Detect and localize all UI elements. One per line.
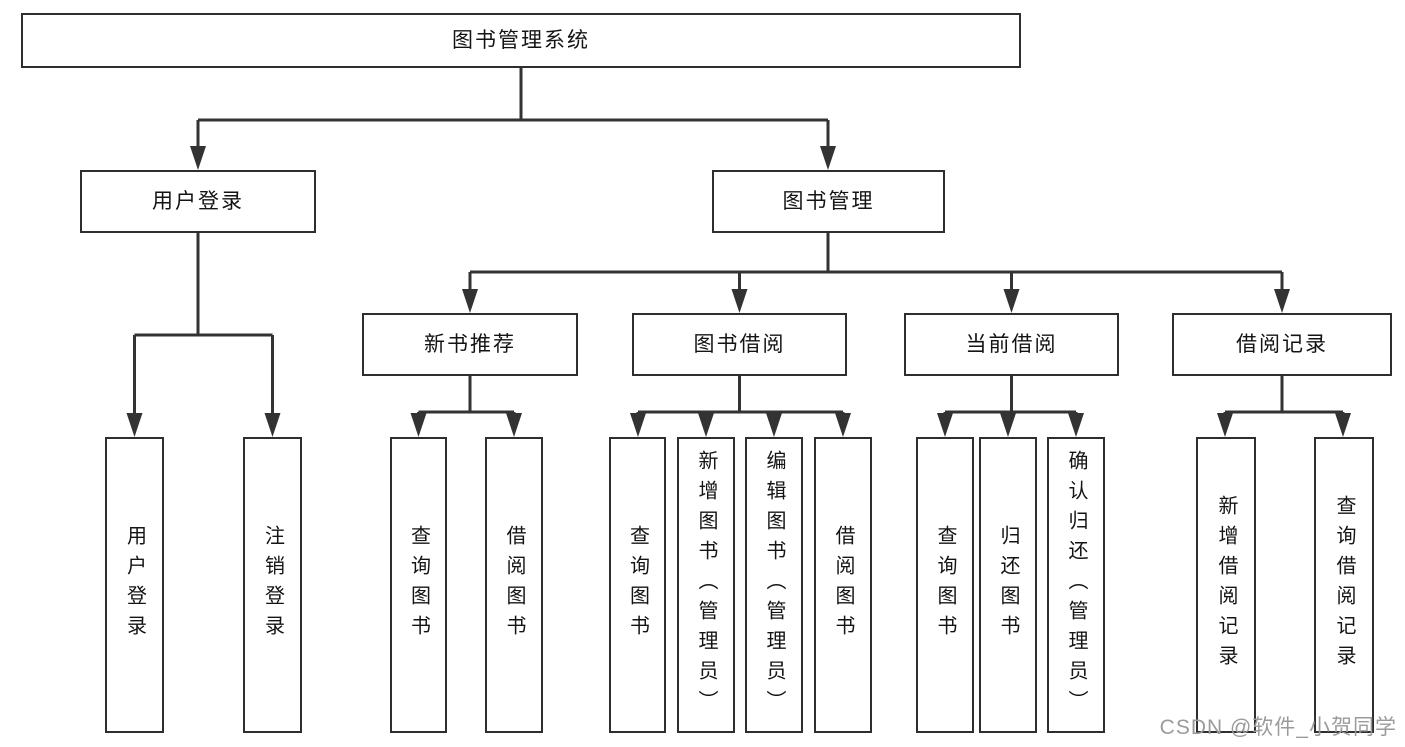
leaf-confirm-return-admin: 确认归还（管理员） [1047,437,1105,733]
leaf-edit-book-admin-label: 编辑图书（管理员） [763,450,785,720]
node-root: 图书管理系统 [21,13,1021,68]
leaf-logout: 注销登录 [243,437,302,733]
leaf-query-borrow-record: 查询借阅记录 [1314,437,1374,733]
node-book-management-label: 图书管理 [782,190,875,213]
leaf-return-book-label: 归还图书 [997,525,1019,645]
leaf-query-books-borrow: 查询图书 [609,437,666,733]
leaf-query-borrow-record-label: 查询借阅记录 [1333,495,1355,675]
leaf-borrow-books-recommend-label: 借阅图书 [503,525,525,645]
leaf-logout-label: 注销登录 [261,525,284,645]
node-new-book-recommend: 新书推荐 [362,313,578,376]
leaf-query-books-current-label: 查询图书 [934,525,956,645]
node-book-borrow-label: 图书借阅 [693,333,786,356]
node-borrow-records: 借阅记录 [1172,313,1392,376]
node-current-borrow-label: 当前借阅 [965,333,1058,356]
leaf-query-books-borrow-label: 查询图书 [626,525,649,645]
leaf-add-borrow-record-label: 新增借阅记录 [1215,495,1237,675]
leaf-return-book: 归还图书 [979,437,1037,733]
leaf-add-book-admin-label: 新增图书（管理员） [695,450,717,720]
leaf-borrow-books-recommend: 借阅图书 [485,437,543,733]
node-book-management: 图书管理 [712,170,945,233]
leaf-add-book-admin: 新增图书（管理员） [677,437,735,733]
leaf-query-books-current: 查询图书 [916,437,974,733]
node-user-login-label: 用户登录 [152,190,244,213]
node-current-borrow: 当前借阅 [904,313,1119,376]
leaf-query-books-recommend-label: 查询图书 [407,525,430,645]
leaf-add-borrow-record: 新增借阅记录 [1196,437,1256,733]
leaf-user-login: 用户登录 [105,437,164,733]
leaf-query-books-recommend: 查询图书 [390,437,447,733]
node-root-label: 图书管理系统 [452,29,590,52]
node-book-borrow: 图书借阅 [632,313,847,376]
leaf-edit-book-admin: 编辑图书（管理员） [745,437,803,733]
node-new-book-recommend-label: 新书推荐 [424,333,516,356]
watermark: CSDN @软件_小贺同学 [1159,716,1397,739]
leaf-borrow-books: 借阅图书 [814,437,872,733]
leaf-borrow-books-label: 借阅图书 [832,525,854,645]
node-user-login: 用户登录 [80,170,316,233]
node-borrow-records-label: 借阅记录 [1236,333,1328,356]
leaf-user-login-label: 用户登录 [123,525,146,645]
leaf-confirm-return-admin-label: 确认归还（管理员） [1065,450,1087,720]
